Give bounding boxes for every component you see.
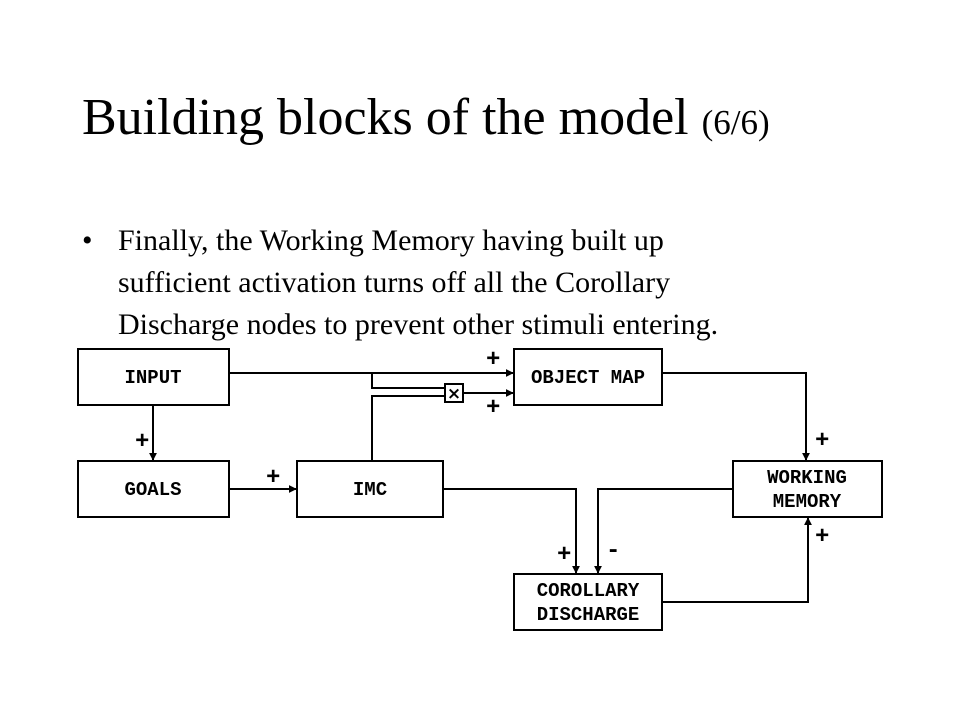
bullet-line-1: Finally, the Working Memory having built…: [118, 224, 664, 257]
sign-input-goals: +: [135, 429, 149, 456]
goals-label: GOALS: [124, 479, 181, 501]
imc-to-gate-line: [371, 395, 445, 461]
bullet-dot: •: [82, 224, 93, 257]
gate-symbol: ×: [447, 384, 461, 404]
sign-working-memory-corollary: -: [606, 538, 620, 565]
imc-label: IMC: [353, 479, 387, 501]
sign-corollary-working-memory: +: [815, 524, 829, 551]
corollary-to-working-memory-arrow: [662, 517, 812, 603]
working-memory-label-2: MEMORY: [773, 491, 842, 513]
sign-input-object-map: +: [486, 347, 500, 374]
imc-box: IMC: [296, 460, 444, 518]
sign-imc-object-map: +: [486, 395, 500, 422]
object-map-to-working-memory-arrow: [662, 372, 810, 461]
gate-multiply-node: ×: [444, 383, 464, 404]
object-map-box: OBJECT MAP: [513, 348, 663, 406]
bullet-text: Finally, the Working Memory having built…: [118, 220, 882, 346]
bullet-line-2: sufficient activation turns off all the …: [118, 266, 671, 299]
corollary-label-1: COROLLARY: [537, 580, 640, 602]
working-memory-box: WORKING MEMORY: [732, 460, 883, 518]
imc-to-corollary-arrow: [443, 488, 580, 574]
input-box: INPUT: [77, 348, 230, 406]
working-memory-to-corollary-arrow: [594, 488, 733, 574]
corollary-discharge-box: COROLLARY DISCHARGE: [513, 573, 663, 631]
working-memory-label-1: WORKING: [767, 467, 847, 489]
input-label: INPUT: [124, 367, 181, 389]
goals-box: GOALS: [77, 460, 230, 518]
bullet-line-3: Discharge nodes to prevent other stimuli…: [118, 308, 719, 341]
sign-goals-imc: +: [266, 465, 280, 492]
sign-object-map-working-memory: +: [815, 428, 829, 455]
input-to-gate-line: [371, 373, 445, 389]
title-suffix: (6/6): [701, 103, 770, 142]
slide-title: Building blocks of the model (6/6): [82, 92, 770, 144]
object-map-label: OBJECT MAP: [531, 367, 645, 389]
title-main: Building blocks of the model: [82, 89, 689, 146]
corollary-label-2: DISCHARGE: [537, 604, 640, 626]
sign-imc-corollary: +: [557, 542, 571, 569]
